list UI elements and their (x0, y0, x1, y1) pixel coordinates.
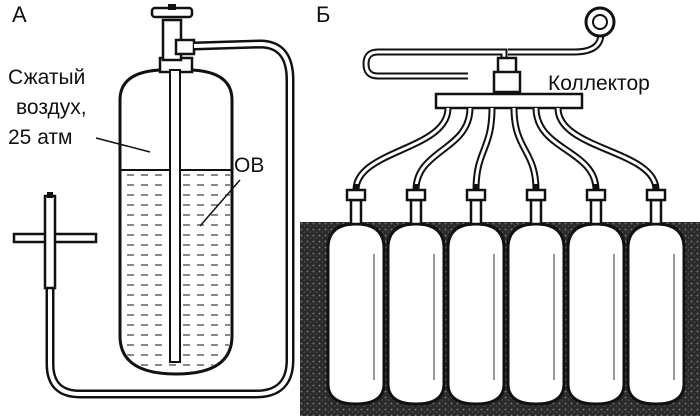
cylinder-valve-head (465, 188, 487, 202)
panel-b-letter: Б (316, 2, 330, 27)
supply-pipe (362, 6, 616, 80)
gas-cylinder (326, 222, 386, 406)
air-leader-line (95, 137, 151, 153)
gas-cylinder (566, 222, 626, 406)
cylinder-valve (649, 198, 663, 226)
gas-cylinders (326, 107, 686, 406)
cylinder-valve (409, 198, 423, 226)
compressed-air-label-line-2: воздух, (16, 96, 87, 119)
manifold-label: Коллектор (548, 72, 650, 95)
cylinder-hose-inner (534, 107, 598, 191)
cylinder-valve-head (525, 188, 547, 202)
cylinder-valve-cap (353, 184, 359, 190)
cylinder-valve (589, 198, 603, 226)
compressed-air-label-line-1: Сжатый (8, 66, 85, 89)
cylinder-valve (529, 198, 543, 226)
manifold-bar (434, 92, 584, 110)
pressure-gauge (584, 6, 616, 38)
valve-handwheel (150, 4, 194, 19)
cylinder-valve-head (585, 188, 607, 202)
gas-cylinder (386, 222, 446, 406)
cylinder-hose-inner (414, 107, 472, 191)
gas-cylinder (506, 222, 566, 406)
valve-block (174, 38, 196, 56)
cylinder-valve-cap (413, 184, 419, 190)
liquid-label: ОВ (234, 154, 264, 177)
cylinder-valve (349, 198, 363, 226)
cylinder-valve-cap (653, 184, 659, 190)
cylinder-valve-head (405, 188, 427, 202)
cylinder-valve-head (345, 188, 367, 202)
dip-tube (169, 69, 181, 363)
compressed-air-label-line-3: 25 атм (8, 126, 72, 149)
cylinder-hose-inner (474, 107, 494, 191)
gas-cylinder (446, 222, 506, 406)
cylinder-hose-inner (556, 107, 658, 191)
tank-outline (118, 68, 234, 376)
cylinder-hose-inner (512, 107, 538, 191)
spray-nozzle (12, 192, 98, 290)
gas-cylinder (626, 222, 686, 406)
cylinder-valve-head (645, 188, 667, 202)
pressure-tank (118, 18, 234, 376)
panel-a: А Сжатый воздух, 25 атм ОВ (8, 2, 295, 399)
cylinder-valve-cap (593, 184, 599, 190)
cylinder-valve-cap (533, 184, 539, 190)
cylinder-valve (469, 198, 483, 226)
cylinder-valve-cap (473, 184, 479, 190)
manifold (434, 56, 584, 110)
panel-a-letter: А (12, 2, 27, 27)
panel-b: Б Коллектор (300, 2, 700, 416)
cylinder-hose-inner (354, 107, 450, 191)
hose-inner (48, 41, 292, 396)
